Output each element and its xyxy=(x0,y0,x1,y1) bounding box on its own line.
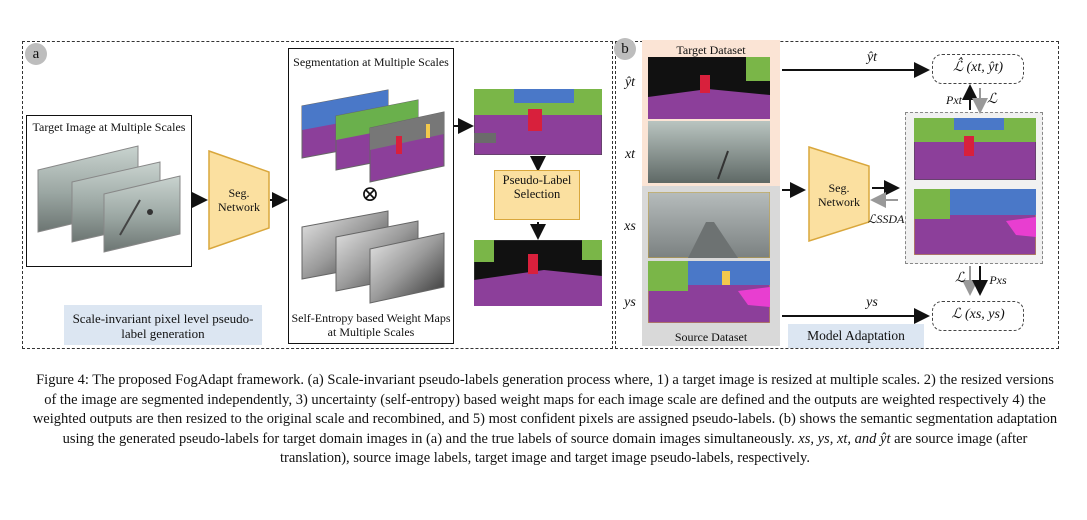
row-label-xt: xt xyxy=(624,147,636,162)
output-target-pred xyxy=(914,118,1036,180)
l-bottom-label: ℒ xyxy=(954,271,966,286)
seg-network-a-shape xyxy=(208,150,270,250)
panel-a-frame xyxy=(22,41,613,349)
target-image-stack xyxy=(37,145,181,253)
l-ssda-label: ℒSSDA xyxy=(867,212,905,226)
panel-a-badge: a xyxy=(25,43,47,65)
arrows-panel-b xyxy=(782,62,988,324)
seg-network-b-shape xyxy=(808,146,870,242)
loss-source-text: ℒ (xs, ys) xyxy=(951,307,1005,322)
panel-a-footer-text: Scale-invariant pixel level pseudo-label… xyxy=(72,311,254,341)
arrows-panel-a xyxy=(192,118,546,240)
weight-map-stack xyxy=(301,210,445,304)
caption-symbols: xs, ys, xt, and ŷt xyxy=(794,430,891,447)
seg-network-b-label: Seg. Network xyxy=(818,181,860,209)
panel-b-badge: b xyxy=(614,38,636,60)
panel-b-frame xyxy=(615,41,1059,349)
caption-tail: are source image (after translation), so… xyxy=(279,430,1028,467)
target-dataset-label: Target Dataset xyxy=(676,43,746,57)
caption-main: Figure 4: The proposed FogAdapt framewor… xyxy=(32,372,1058,447)
loss-target-box xyxy=(932,54,1024,84)
recombined-output xyxy=(474,89,602,155)
output-source-pred xyxy=(914,189,1036,255)
row-label-xs: xs xyxy=(624,219,636,234)
row-label-yt: ŷt xyxy=(624,75,636,90)
source-label-ys xyxy=(648,261,770,323)
panel-b-footer-text: Model Adaptation xyxy=(807,328,905,343)
row-label-ys: ys xyxy=(624,295,636,310)
pseudo-label-selection-box xyxy=(494,170,580,220)
l-top-label: ℒ xyxy=(986,92,998,107)
seg-network-a-label: Seg. Network xyxy=(218,186,260,214)
source-dataset-label: Source Dataset xyxy=(674,330,748,344)
loss-target-text: ℒ̂ (xt, ŷt) xyxy=(952,60,1004,75)
target-pseudo-label-image xyxy=(648,57,770,119)
source-image-xs xyxy=(648,192,770,258)
p-xs-label: Pxs xyxy=(989,273,1007,287)
panel-a-footer xyxy=(64,305,262,345)
target-image-title: Target Image at Multiple Scales xyxy=(32,120,186,134)
pseudo-label-output xyxy=(474,240,602,306)
target-image-xt xyxy=(648,121,770,183)
arrow-bottom-label: ys xyxy=(866,295,878,310)
otimes-symbol: ⊗ xyxy=(360,181,380,206)
arrow-top-label: ŷt xyxy=(866,50,878,65)
segmentation-title: Segmentation at Multiple Scales xyxy=(293,55,449,69)
weight-maps-title: Self-Entropy based Weight Maps at Multip… xyxy=(291,311,451,339)
loss-source-box xyxy=(932,301,1024,331)
segmentation-stack xyxy=(301,89,445,183)
panel-b-footer xyxy=(788,324,924,348)
p-xt-label: Pxt xyxy=(946,93,962,107)
figure-caption: Figure 4: The proposed FogAdapt framewor… xyxy=(30,371,1060,469)
pseudo-label-selection-text: Pseudo-Label Selection xyxy=(502,173,572,201)
